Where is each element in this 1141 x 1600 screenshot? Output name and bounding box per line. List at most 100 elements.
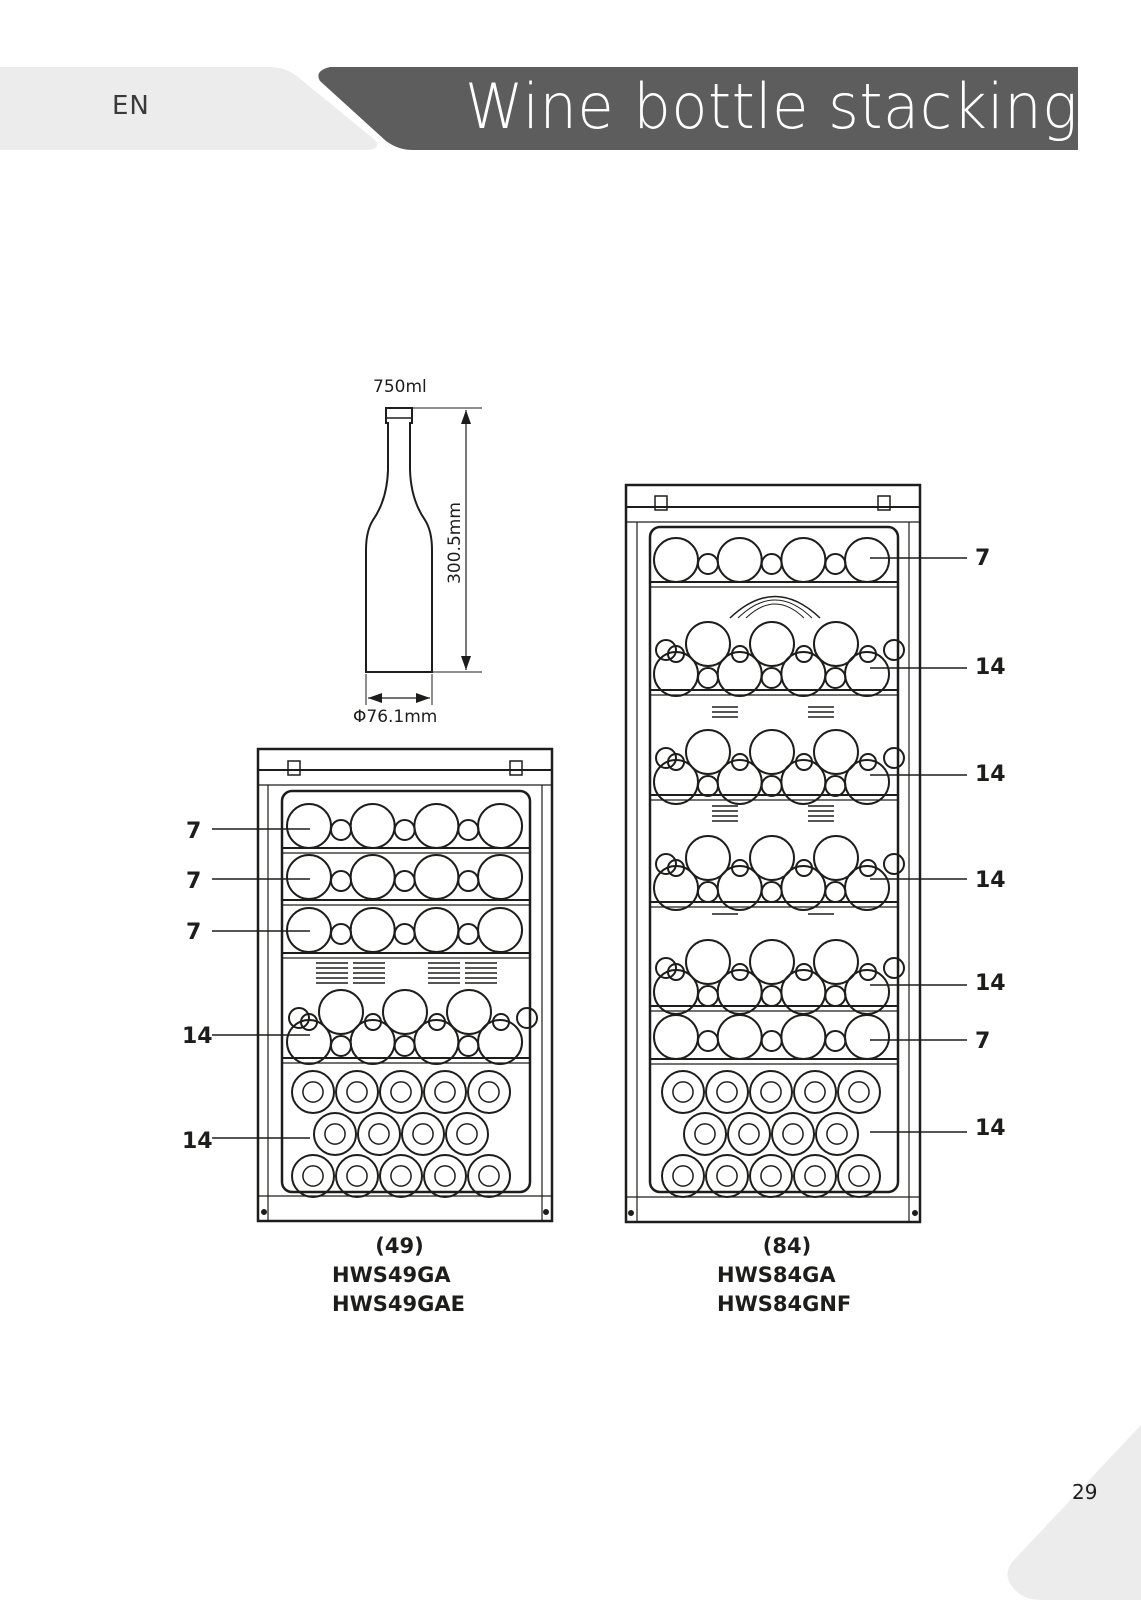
- bottle-end: [291, 1070, 335, 1114]
- bottle-end: [844, 651, 891, 697]
- bottle-end: [705, 1154, 749, 1198]
- bottle-end: [731, 753, 749, 771]
- bottle-end: [401, 1112, 445, 1156]
- bottle-end: [848, 1165, 870, 1187]
- bottle-height-label: 300.5mm: [444, 502, 465, 584]
- bottle-end: [716, 1081, 738, 1103]
- model-name: HWS84GNF: [717, 1292, 852, 1316]
- bottle-end: [393, 923, 416, 945]
- shelf-count: 7: [975, 546, 991, 571]
- bottle-end: [672, 1165, 694, 1187]
- bottle-end: [760, 985, 783, 1007]
- bottle-end: [859, 753, 877, 771]
- bottle-end: [780, 1014, 827, 1060]
- bottle-end: [653, 537, 699, 583]
- bottle-end: [813, 729, 859, 775]
- bottle-end: [335, 1070, 379, 1114]
- language-label: EN: [112, 91, 150, 121]
- bottle-end: [731, 963, 749, 981]
- bottle-end: [760, 775, 783, 797]
- shelf-count: 14: [975, 655, 1006, 680]
- bottle-end: [335, 1154, 379, 1198]
- shelf-count: 14: [182, 1129, 213, 1154]
- bottle-end: [716, 537, 763, 583]
- shelf-count: 14: [182, 1024, 213, 1049]
- bottle-end: [330, 1035, 352, 1057]
- bottle-end: [653, 1014, 699, 1060]
- bottle-end: [749, 729, 795, 775]
- bottle-end: [667, 963, 685, 981]
- bottle-end: [661, 1154, 705, 1198]
- bottle-end: [795, 859, 813, 877]
- bottle-end: [445, 1112, 489, 1156]
- bottle-volume-label: 750ml: [373, 377, 427, 397]
- bottle-end: [760, 1081, 782, 1103]
- bottle-end: [793, 1070, 837, 1114]
- bottle-end: [661, 1070, 705, 1114]
- bottle-end: [760, 1165, 782, 1187]
- shelf-count: 7: [975, 1029, 991, 1054]
- bottle-end: [655, 639, 677, 661]
- bottle-end: [655, 747, 677, 769]
- bottle-end: [346, 1081, 368, 1103]
- bottle-end: [478, 1165, 500, 1187]
- bottle-end: [685, 621, 731, 667]
- bottle-end: [883, 747, 905, 769]
- bottle-end: [382, 989, 428, 1035]
- bottle-end: [413, 907, 460, 953]
- bottle-end: [457, 923, 480, 945]
- bottle-end: [760, 553, 783, 575]
- bottle-end: [291, 1154, 335, 1198]
- bottle-end: [477, 1019, 524, 1065]
- wine-bottle-illustration: [365, 407, 482, 705]
- bottle-end: [749, 1154, 793, 1198]
- bottle-end: [379, 1154, 423, 1198]
- cabinet-caption-hws49: (49) HWS49GA HWS49GAE: [332, 1232, 467, 1319]
- bottle-end: [302, 1165, 324, 1187]
- bottle-end: [697, 881, 719, 903]
- shelf-count: 14: [975, 971, 1006, 996]
- bottle-end: [782, 1123, 804, 1145]
- bottle-end: [393, 1035, 416, 1057]
- bottle-end: [694, 1123, 716, 1145]
- cabinet-hws49: [212, 747, 554, 1223]
- language-tab: [0, 67, 378, 150]
- bottle-end: [349, 803, 396, 849]
- bottle-end: [793, 1154, 837, 1198]
- bottle-end: [697, 553, 719, 575]
- bottle-end: [390, 1165, 412, 1187]
- shelf-count: 7: [186, 819, 202, 844]
- bottle-end: [705, 1070, 749, 1114]
- bottle-end: [697, 667, 719, 689]
- bottle-end: [413, 803, 460, 849]
- bottle-end: [749, 939, 795, 985]
- bottle-end: [795, 645, 813, 663]
- bottle-end: [795, 963, 813, 981]
- bottle-end: [330, 923, 352, 945]
- bottle-end: [813, 621, 859, 667]
- bottle-end: [760, 667, 783, 689]
- bottle-end: [824, 1030, 847, 1052]
- bottle-end: [859, 859, 877, 877]
- bottle-end: [824, 667, 847, 689]
- bottle-end: [357, 1112, 401, 1156]
- bottle-end: [478, 1081, 500, 1103]
- bottle-end: [738, 1123, 760, 1145]
- bottle-end: [848, 1081, 870, 1103]
- bottle-end: [697, 1030, 719, 1052]
- bottle-end: [824, 553, 847, 575]
- bottle-end: [516, 1007, 538, 1029]
- bottle-end: [883, 853, 905, 875]
- bottle-end: [434, 1165, 456, 1187]
- bottle-end: [824, 985, 847, 1007]
- bottle-end: [804, 1165, 826, 1187]
- bottle-end: [883, 639, 905, 661]
- bottle-end: [771, 1112, 815, 1156]
- bottle-end: [492, 1013, 510, 1031]
- bottle-end: [456, 1123, 478, 1145]
- bottle-end: [815, 1112, 859, 1156]
- bottle-end: [330, 819, 352, 841]
- page-number: 29: [1072, 1480, 1098, 1504]
- bottle-end: [286, 854, 332, 900]
